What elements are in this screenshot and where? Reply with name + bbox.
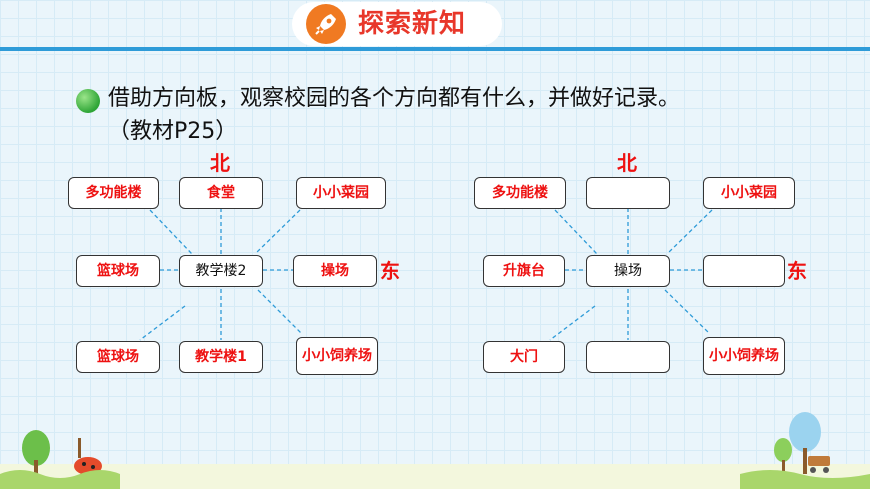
east-label-right: 东 (787, 259, 807, 283)
left-box-north: 食堂 (179, 177, 263, 209)
instruction-text: 借助方向板，观察校园的各个方向都有什么，并做好记录。 (108, 86, 681, 111)
right-box-east-blank (703, 255, 785, 287)
rocket-icon (306, 4, 346, 44)
left-box-southwest: 篮球场 (76, 341, 160, 373)
right-box-center: 操场 (586, 255, 670, 287)
left-box-west: 篮球场 (76, 255, 160, 287)
right-box-south-blank (586, 341, 670, 373)
source-text: （教材P25） (108, 119, 238, 144)
right-box-southwest: 大门 (483, 341, 565, 373)
right-box-northeast: 小小菜园 (703, 177, 795, 209)
left-box-east: 操场 (293, 255, 377, 287)
right-box-northwest: 多功能楼 (474, 177, 566, 209)
north-label-right: 北 (617, 151, 637, 175)
left-box-southeast: 小小饲养场 (296, 337, 378, 375)
left-box-center: 教学楼2 (179, 255, 263, 287)
right-box-west: 升旗台 (483, 255, 565, 287)
header-title: 探索新知 (358, 9, 467, 39)
left-box-south: 教学楼1 (179, 341, 263, 373)
east-label-left: 东 (380, 259, 400, 283)
left-box-northeast: 小小菜园 (296, 177, 386, 209)
header-divider (0, 47, 870, 51)
bullet-icon (76, 89, 100, 113)
left-box-northwest: 多功能楼 (68, 177, 159, 209)
right-box-north-blank (586, 177, 670, 209)
right-box-southeast: 小小饲养场 (703, 337, 785, 375)
north-label-left: 北 (210, 151, 230, 175)
ground-strip (0, 464, 870, 489)
scenery-decoration (0, 412, 870, 489)
